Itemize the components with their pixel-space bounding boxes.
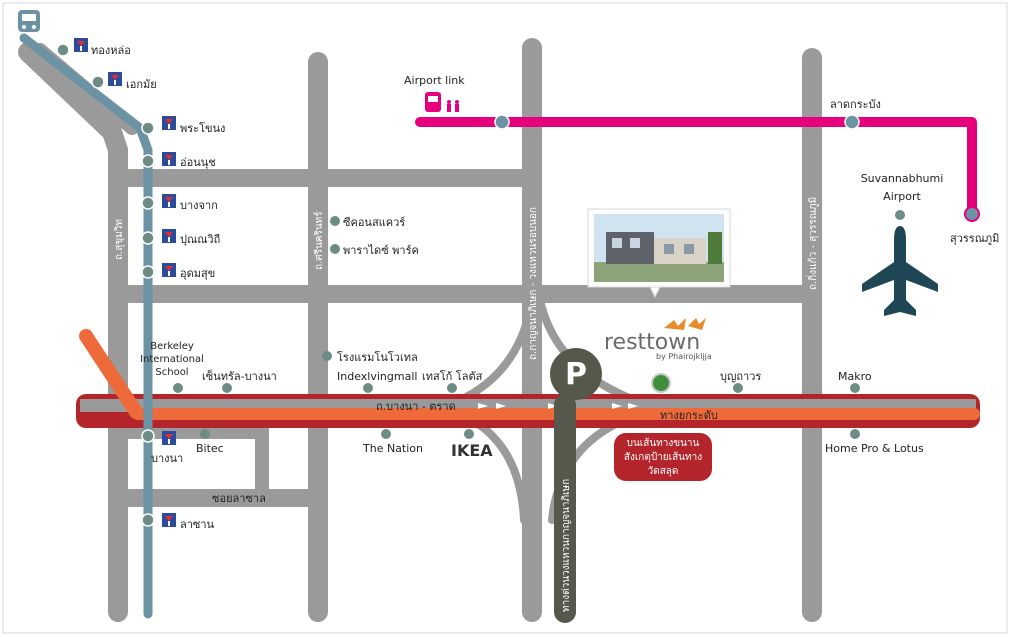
bts-stations [56, 43, 155, 527]
svg-text:P: P [565, 357, 587, 392]
interchange-loop-nw [456, 296, 536, 404]
place-label-berkeley: School [155, 367, 188, 378]
airport-link-line [415, 117, 977, 219]
direction-sign [614, 433, 712, 481]
place-label-ikea: IKEA [451, 441, 493, 460]
road-label-sukhumvit: ถ.สุขุมวิท [114, 219, 125, 260]
bts-logo-icon [74, 38, 176, 527]
direction-sign-text: บนเส้นทางขนาน [627, 437, 700, 449]
place-label-seacon: ซีคอนสแควร์ [343, 216, 405, 229]
bts-station-labels: ทองหล่อ เอกมัย พระโขนง อ่อนนุช บางจาก ปุ… [91, 44, 225, 531]
bts-station-label: ทองหล่อ [91, 44, 131, 57]
bts-station-label: ลาซาน [180, 518, 215, 531]
project-brand: resttown [604, 330, 700, 355]
place-label-indexliving: Indexlvingmall [337, 370, 417, 383]
airport-link-station-label: ลาดกระบัง [830, 98, 881, 111]
airport-link-stations [494, 114, 980, 222]
road-label-expressway: ทางยกระดับ [660, 409, 718, 422]
bts-station-label: บางจาก [180, 199, 218, 212]
bts-station-label: ปุณณวิถี [180, 233, 220, 246]
place-label-bitec: Bitec [196, 442, 224, 455]
road-label-srinakarin: ถ.ศรีนครินทร์ [313, 211, 325, 270]
road-label-kanchanaphisek: ถ.กาญจนาภิเษก - วงแหวนรอบนอก [528, 207, 539, 360]
project-byline: by Phairojkijja [656, 352, 712, 361]
airport-train-icon [425, 92, 459, 112]
place-label-paradise: พาราไดซ์ พาร์ค [343, 244, 419, 257]
train-icon [18, 10, 40, 32]
airport-link-station-label: สุวรรณภูมิ [950, 232, 999, 245]
project-location-dot [651, 373, 671, 393]
bts-station-label: อ่อนนุช [180, 156, 216, 169]
motorway-shield: P [550, 348, 602, 400]
road-label-kingkaew: ถ.กิ่งแก้ว - สุวรรณภูมิ [805, 197, 819, 290]
direction-sign-text: วัดสลุด [648, 466, 679, 477]
airport-link-title: Airport link [404, 74, 465, 87]
bts-station-label: บางนา [151, 452, 183, 465]
place-label-tesco: เทสโก้ โลตัส [422, 369, 483, 383]
airport-dot [895, 210, 905, 220]
project-photo [587, 208, 731, 299]
place-markers [173, 216, 860, 439]
road-label-lasalle: ซอยลาซาล [212, 492, 266, 505]
road-label-motorway: ทางด่วนวงแหวนกาญจนาภิเษก [561, 479, 572, 612]
bird-icon [664, 318, 706, 330]
place-label-homepro: Home Pro & Lotus [825, 442, 924, 455]
place-label-berkeley: International [140, 354, 204, 365]
place-label-novotel: โรงแรมโนโวเทล [337, 350, 418, 364]
place-label-central: เซ็นทรัล-บางนา [202, 369, 277, 383]
bts-line [19, 33, 153, 619]
airport-label: Suvannabhumi [861, 172, 944, 185]
place-label-berkeley: Berkeley [150, 341, 194, 352]
airport-label: Airport [883, 190, 921, 203]
road-expressway-ramp [79, 329, 143, 419]
direction-sign-text: สังเกตุป้ายเส้นทาง [624, 451, 702, 463]
place-label-makro: Makro [838, 370, 872, 383]
bts-station-label: อุดมสุข [180, 267, 215, 280]
direction-arrows [478, 403, 638, 409]
bts-station-label: เอกมัย [126, 78, 157, 91]
road-label-bangna-trad: ถ.บางนา - ตราด [376, 400, 456, 413]
place-label-boonthaworn: บุญถาวร [720, 370, 761, 383]
place-label-nation: The Nation [362, 442, 423, 455]
bts-station-label: พระโขนง [180, 121, 225, 135]
plane-icon [862, 226, 938, 316]
